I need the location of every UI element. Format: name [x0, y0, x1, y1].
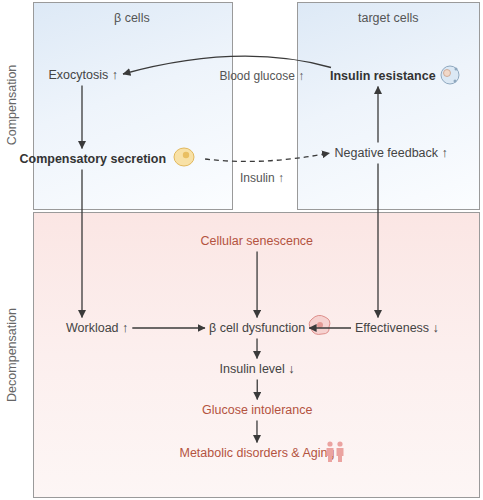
flow-arrow	[256, 339, 257, 359]
stage-label: Compensation	[5, 65, 19, 146]
node-text: Cellular senescence	[201, 234, 314, 248]
node-text: Metabolic disorders & Aging	[180, 446, 335, 460]
flow-arrow	[132, 327, 205, 328]
process-text: Workload ↑	[63, 319, 131, 338]
panel-heading: target cells	[358, 11, 418, 25]
stage-band: DecompensationCellular senescenceWorkloa…	[33, 212, 480, 498]
panel-heading: β cells	[114, 11, 150, 25]
node-text: Glucose intolerance	[202, 403, 312, 417]
flow-arrow	[81, 170, 82, 318]
flow-arrow	[257, 380, 258, 400]
flow-arrow	[256, 421, 257, 443]
node-text: Compensatory secretion	[20, 152, 167, 166]
node-text: Effectiveness ↓	[355, 321, 439, 335]
flow-arrow	[377, 87, 378, 143]
target-cell-icon	[441, 66, 459, 84]
beta-cell-icon	[174, 148, 194, 166]
dashed-arrow	[205, 153, 329, 161]
process-text: Effectiveness ↓	[352, 319, 442, 338]
outcome-text: Glucose intolerance	[199, 401, 315, 420]
node-text: β cell dysfunction	[209, 321, 305, 335]
process-text: Insulin resistance	[327, 67, 439, 86]
node-text: Insulin resistance	[330, 69, 436, 83]
flow-arrow	[81, 86, 82, 149]
people-icon	[327, 441, 344, 462]
flow-arrow	[309, 327, 351, 328]
process-text: β cell dysfunction	[206, 319, 308, 338]
stage-label: Decompensation	[5, 308, 19, 402]
process-text: Negative feedback ↑	[332, 144, 451, 163]
edge-label: Blood glucose ↑	[220, 69, 305, 83]
cell-panel: target cellsInsulin resistanceNegative f…	[297, 2, 480, 210]
process-text: Compensatory secretion	[17, 150, 170, 169]
flow-arrow	[123, 56, 331, 74]
edge-label: Insulin ↑	[240, 171, 284, 185]
outcome-text: Metabolic disorders & Aging	[177, 444, 338, 463]
node-text: Negative feedback ↑	[335, 146, 448, 160]
cause-text: Cellular senescence	[198, 232, 317, 251]
node-text: Insulin level ↓	[220, 362, 295, 376]
flow-arrow	[256, 252, 257, 318]
process-text: Insulin level ↓	[217, 360, 298, 379]
dysfunctional-cell-icon	[309, 315, 330, 334]
process-text: Exocytosis ↑	[46, 66, 121, 85]
node-text: Exocytosis ↑	[49, 68, 118, 82]
cell-panel: β cellsExocytosis ↑Compensatory secretio…	[33, 2, 233, 210]
flow-arrow	[377, 164, 378, 318]
node-text: Workload ↑	[66, 321, 128, 335]
